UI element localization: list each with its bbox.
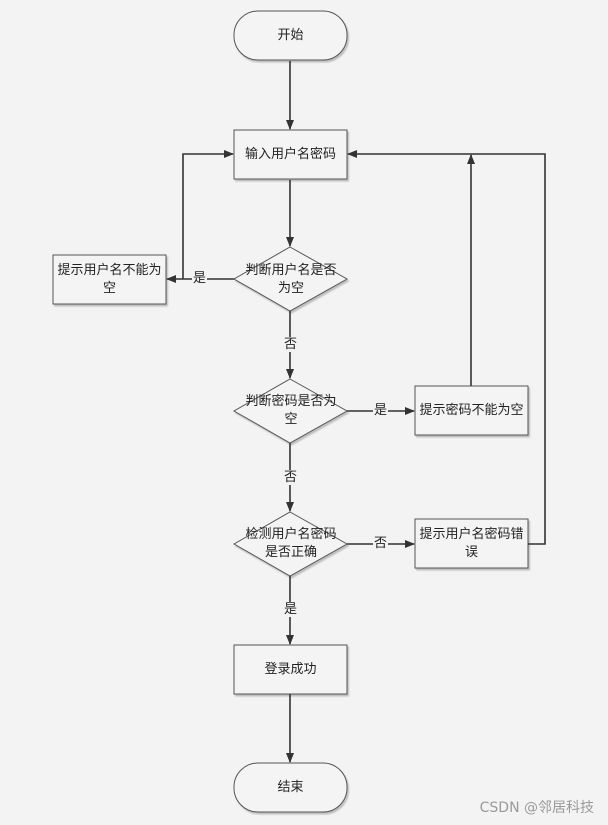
edge-msguser-input xyxy=(182,150,234,279)
edge-label-yes2: 是 xyxy=(373,403,389,418)
msg-pwd-box xyxy=(414,385,529,436)
verify-label: 检测用户名密码是否正确 xyxy=(245,527,337,560)
msg-user-label: 提示用户名不能为空 xyxy=(57,262,162,296)
edge-msgerr-input xyxy=(347,150,546,545)
msg-pwd-label: 提示密码不能为空 xyxy=(419,402,524,418)
input-box xyxy=(233,129,348,180)
check-pwd-label: 判断密码是否为空 xyxy=(245,394,337,427)
edge-label-no1: 否 xyxy=(283,337,299,352)
edge-label-yes3: 是 xyxy=(283,602,299,617)
check-user-label: 判断用户名是否为空 xyxy=(245,263,337,296)
watermark: CSDN @邻居科技 xyxy=(479,800,594,816)
success-label: 登录成功 xyxy=(264,661,317,677)
msg-err-label: 提示用户名密码错误 xyxy=(419,526,524,560)
input-label: 输入用户名密码 xyxy=(244,146,336,162)
edge-label-no3: 否 xyxy=(373,536,389,551)
edge-label-no2: 否 xyxy=(283,470,299,485)
msg-user-box xyxy=(52,254,167,305)
end-terminator xyxy=(233,762,348,813)
start-terminator xyxy=(233,10,348,61)
edge-label-yes1: 是 xyxy=(192,271,208,286)
end-label: 结束 xyxy=(277,779,304,795)
msg-err-box xyxy=(414,518,529,569)
start-label: 开始 xyxy=(277,27,304,43)
